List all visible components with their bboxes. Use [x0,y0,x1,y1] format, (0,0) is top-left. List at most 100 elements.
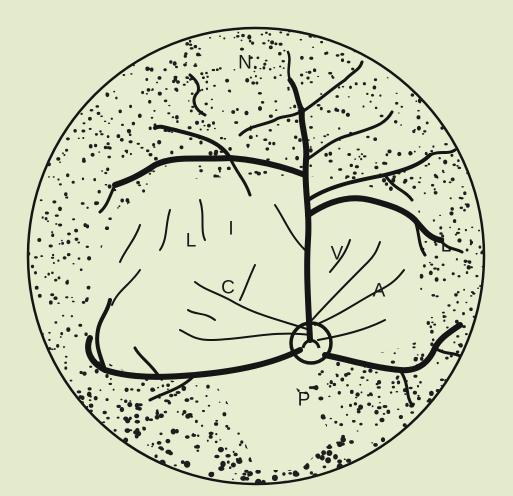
stipple-dot [251,41,254,44]
stipple-dot [209,432,214,436]
stipple-dot [66,196,68,198]
stipple-dot [289,107,291,109]
stipple-dot [350,164,353,167]
stipple-dot [207,440,209,442]
stipple-dot [391,381,394,384]
stipple-dot [206,76,208,78]
stipple-dot [340,53,344,56]
stipple-dot [182,413,184,416]
stipple-dot [417,385,419,388]
stipple-dot [146,183,148,184]
stipple-dot [279,43,283,46]
stipple-dot [229,90,231,92]
stipple-dot [414,129,416,131]
stipple-dot [440,379,444,382]
stipple-dot [106,417,110,420]
stipple-dot [463,209,466,212]
stipple-dot [137,143,140,145]
stipple-dot [309,126,313,129]
stipple-dot [87,256,91,260]
stipple-dot [196,53,200,57]
stipple-dot [413,391,417,395]
stipple-dot [78,138,80,139]
stipple-dot [410,411,414,414]
stipple-dot [225,448,227,450]
stipple-dot [142,189,145,192]
stipple-dot [429,391,434,396]
stipple-dot [55,223,57,225]
stipple-dot [231,463,236,468]
stipple-dot [52,200,56,203]
stipple-dot [385,182,388,185]
stipple-dot [469,308,473,312]
stipple-dot [71,297,73,298]
stipple-dot [294,136,297,139]
stipple-dot [460,207,463,210]
stipple-dot [409,387,413,389]
stipple-dot [341,58,344,62]
stipple-dot [89,128,92,130]
stipple-dot [83,122,86,124]
stipple-dot [313,137,315,138]
stipple-dot [476,253,478,255]
stipple-dot [434,191,438,195]
stipple-dot [417,395,419,397]
stipple-dot [359,384,361,386]
stipple-dot [321,370,324,373]
stipple-dot [286,33,289,35]
stipple-dot [471,226,473,228]
stipple-dot [183,84,186,86]
stipple-dot [308,71,312,74]
stipple-dot [127,402,132,407]
stipple-dot [374,410,378,415]
stipple-dot [225,425,228,428]
stipple-dot [431,294,435,297]
stipple-dot [106,142,109,145]
stipple-dot [386,410,390,414]
stipple-dot [450,197,452,199]
stipple-dot [165,88,168,90]
stipple-dot [449,181,452,183]
label-l-left: L [186,232,197,251]
stipple-dot [373,137,377,141]
stipple-dot [429,262,431,263]
stipple-dot [449,227,451,229]
label-i: I [228,220,233,239]
stipple-dot [47,220,49,222]
stipple-dot [358,156,360,158]
stipple-dot [54,348,56,350]
stipple-dot [337,441,343,447]
stipple-dot [371,442,373,443]
stipple-dot [251,81,255,84]
stipple-dot [64,192,67,196]
stipple-dot [279,74,281,76]
stipple-dot [400,124,402,126]
stipple-dot [208,405,211,407]
stipple-dot [328,72,332,75]
stipple-dot [441,385,443,386]
stipple-dot [323,465,327,468]
stipple-dot [202,76,205,79]
stipple-dot [165,439,170,443]
stipple-dot [45,217,48,220]
stipple-dot [89,366,92,368]
stipple-dot [465,302,467,303]
stipple-dot [354,402,357,405]
label-a: A [373,282,386,301]
stipple-dot [74,334,78,337]
stipple-dot [464,260,468,263]
stipple-dot [254,66,257,69]
stipple-dot [452,164,455,167]
stipple-dot [81,396,85,401]
stipple-dot [51,257,54,259]
stipple-dot [285,157,287,160]
stipple-dot [463,289,465,291]
stipple-dot [207,129,209,131]
stipple-dot [106,398,109,401]
stipple-dot [202,410,205,412]
stipple-dot [62,152,64,154]
stipple-dot [368,369,372,373]
stipple-dot [419,146,421,147]
stipple-dot [155,454,158,458]
stipple-dot [263,171,267,174]
